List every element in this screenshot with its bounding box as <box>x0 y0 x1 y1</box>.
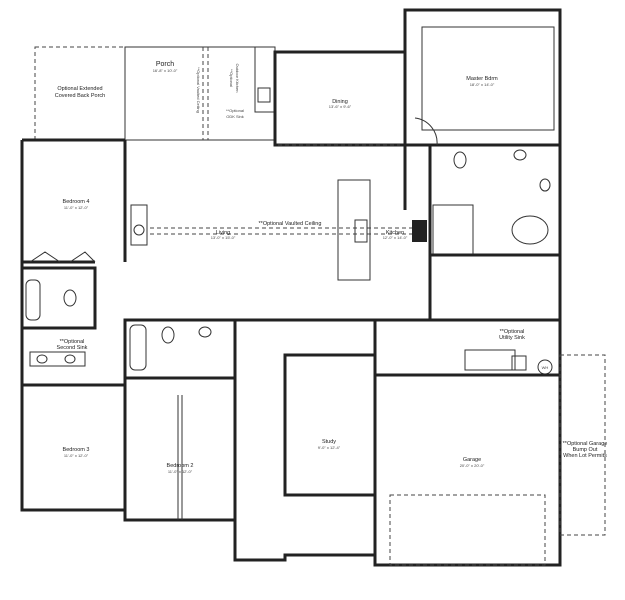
toilet-icon <box>161 326 175 344</box>
washer-dryer <box>464 349 516 371</box>
label: **Optional Garage <box>563 441 608 447</box>
house-exterior-wall <box>20 138 562 567</box>
tub-icon <box>511 215 549 245</box>
odk-sink-icon <box>257 87 271 103</box>
label: WH <box>542 365 549 370</box>
garage-bumpout <box>559 354 606 536</box>
label: 11'-0" x 12'-0" <box>64 453 89 458</box>
sink-icon <box>513 149 527 161</box>
toilet-icon <box>63 289 77 307</box>
label: Porch <box>156 61 174 68</box>
master-door <box>414 117 438 146</box>
label: **Optional <box>226 108 244 113</box>
label: **Optional <box>60 339 85 345</box>
study-room <box>283 353 377 497</box>
range-icon <box>412 220 427 242</box>
label: 11'-0" x 12'-0" <box>64 205 89 210</box>
bathtub-icon <box>129 324 147 371</box>
label: 13'-6" x 9'-6" <box>329 104 352 109</box>
label: **Optional <box>229 69 234 87</box>
shower <box>432 204 474 256</box>
label: Optional Extended <box>57 86 102 92</box>
sink-icon <box>36 354 48 364</box>
label: Outdoor Kitchen <box>235 64 240 93</box>
label: Bedroom 3 <box>63 447 90 453</box>
sink-icon <box>64 354 76 364</box>
label: ODK Sink <box>226 114 244 119</box>
label: Garage <box>463 457 481 463</box>
utility-sink-icon <box>511 355 527 371</box>
toilet-icon <box>453 151 467 169</box>
sink-icon <box>539 178 551 192</box>
label: Kitchen <box>386 230 404 236</box>
label: **Optional Vaulted Ceiling <box>259 221 322 227</box>
label: When Lot Permits <box>563 453 607 459</box>
label: Master Bdrm <box>466 76 498 82</box>
fireplace-icon <box>130 204 148 246</box>
kitchen-sink-icon <box>354 219 368 243</box>
label: 20'-0" x 20'-0" <box>460 463 485 468</box>
sink-icon <box>198 326 212 338</box>
master-ceiling-tray <box>421 26 555 131</box>
label: 18'-0" x 14'-0" <box>470 82 495 87</box>
hall-bath <box>20 266 97 330</box>
garage-door <box>389 494 546 566</box>
fireplace-icon <box>133 224 145 236</box>
label: 16'-8" x 10'-0" <box>153 68 178 73</box>
label: 13'-0" x 15'-0" <box>211 235 236 240</box>
label: Dining <box>332 99 348 105</box>
label: Bump Out <box>573 447 598 453</box>
label: 9'-0" x 12'-4" <box>318 445 341 450</box>
label: 12'-0" x 14'-0" <box>383 235 408 240</box>
label: Study <box>322 439 336 445</box>
vanity <box>29 351 86 367</box>
master-bedroom <box>403 8 562 147</box>
kitchen-island <box>337 179 371 281</box>
bath-2 <box>123 318 237 380</box>
label: Utility Sink <box>499 335 525 341</box>
closet-doors <box>29 251 96 263</box>
label: **Optional <box>500 329 525 335</box>
label: 11'-0" x 12'-0" <box>168 469 193 474</box>
bathtub-icon <box>25 279 41 321</box>
label: Bedroom 2 <box>167 463 194 469</box>
label: Covered Back Porch <box>55 93 105 99</box>
label: Bedroom 4 <box>63 199 90 205</box>
label: Second Sink <box>57 345 88 351</box>
label: Living <box>216 230 230 236</box>
label: **Optional Vaulted Ceiling <box>196 67 201 113</box>
